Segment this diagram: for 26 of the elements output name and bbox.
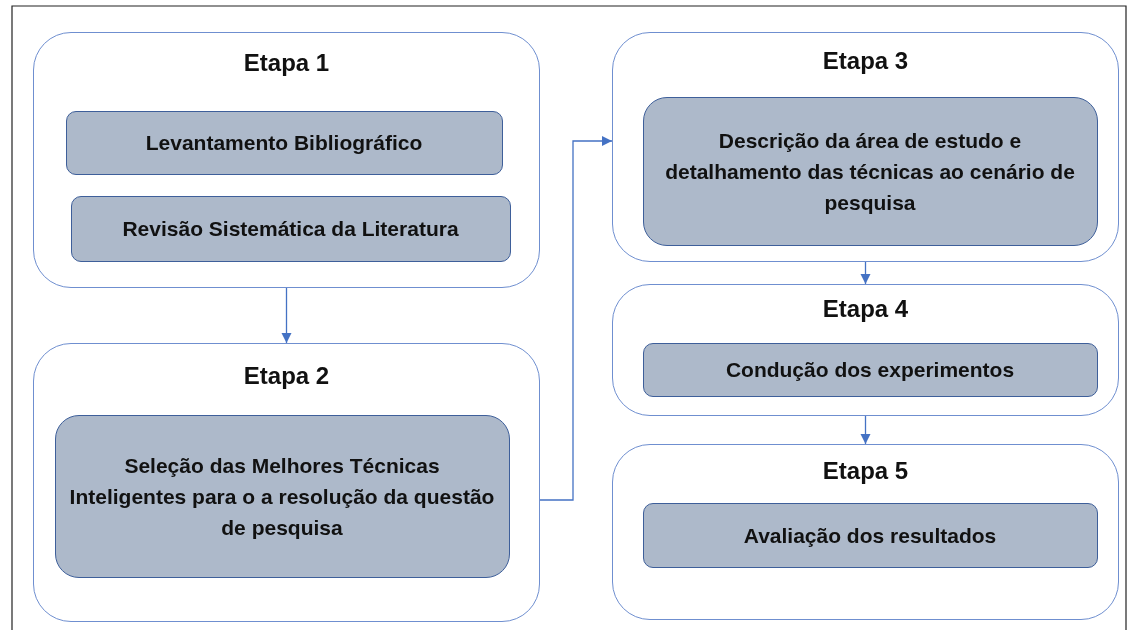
task-box xyxy=(65,110,503,175)
arrow xyxy=(860,415,871,445)
stage-panel xyxy=(33,32,540,288)
stage-panel xyxy=(612,284,1119,416)
task-box xyxy=(642,96,1098,246)
task-label: Descrição da área de estudo e detalhamento das técnicas ao cenário de pesquisa xyxy=(664,127,1076,216)
stage-heading: Etapa 5 xyxy=(822,457,909,484)
task-box xyxy=(642,342,1098,397)
stage-heading: Etapa 3 xyxy=(822,47,909,74)
stage-heading: Etapa 4 xyxy=(822,295,909,322)
arrow xyxy=(539,135,613,501)
task-label: Revisão Sistemática da Literatura xyxy=(121,216,460,242)
task-box xyxy=(54,414,510,578)
task-box xyxy=(642,502,1098,568)
arrow xyxy=(860,261,871,285)
task-box xyxy=(70,195,511,262)
stage-heading: Etapa 2 xyxy=(243,362,330,389)
stage-heading: Etapa 1 xyxy=(243,49,330,76)
task-label: Condução dos experimentos xyxy=(724,357,1016,383)
task-label: Levantamento Bibliográfico xyxy=(144,130,424,156)
stage-panel xyxy=(612,32,1119,262)
stage-panel xyxy=(612,444,1119,620)
task-label: Avaliação dos resultados xyxy=(742,522,998,549)
arrow xyxy=(281,287,292,344)
stage-panel xyxy=(33,343,540,622)
task-label: Seleção das Melhores Técnicas Inteligentes para o a resolução da questão de pesquisa xyxy=(68,452,496,541)
